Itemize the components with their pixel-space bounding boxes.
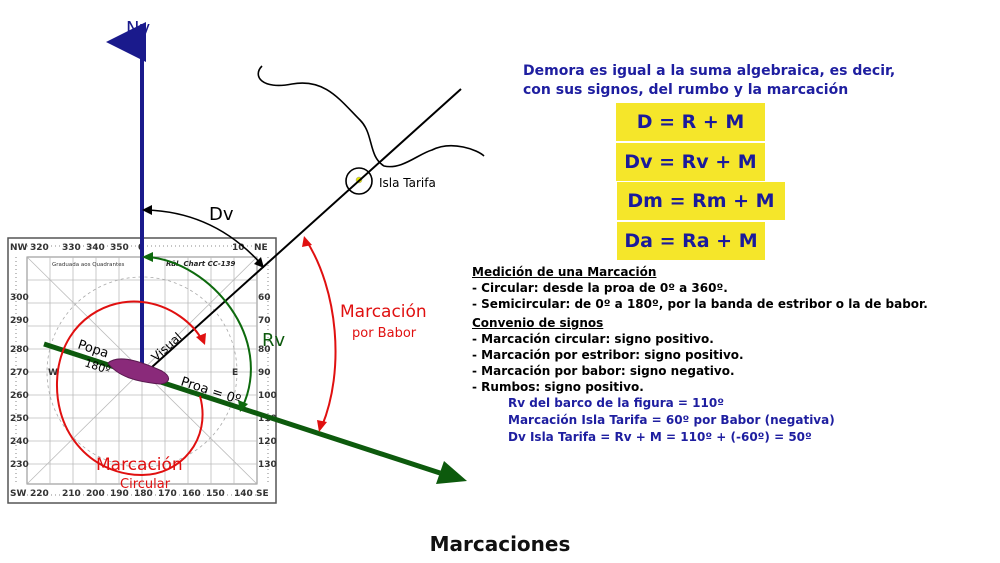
compass-left-label: 280 (10, 345, 29, 355)
convenio-title: Convenio de signos (472, 316, 604, 330)
example-text: Rv del barco de la figura = 110º Marcaci… (508, 395, 968, 446)
medicion-item: - Semicircular: de 0º a 180º, por la ban… (472, 297, 928, 311)
example-line-2: Marcación Isla Tarifa = 60º por Babor (n… (508, 413, 835, 427)
marcacion-babor-label-2: por Babor (352, 326, 417, 341)
compass-right-label: 60 (258, 293, 271, 303)
convenio-item: - Rumbos: signo positivo. (472, 380, 644, 394)
marcacion-circular-label-2: Circular (120, 477, 171, 492)
course-arrowhead (436, 461, 467, 484)
ship-icon (107, 358, 169, 385)
compass-top-label: NW (10, 243, 28, 253)
compass-w-label: W (48, 368, 58, 378)
page-caption: Marcaciones (429, 532, 571, 556)
compass-right-label: 90 (258, 368, 271, 378)
compass-right-label: 120 (258, 437, 277, 447)
rv-arc-head-end (238, 400, 248, 412)
compass-right-label: 70 (258, 316, 271, 326)
compass-bottom-label: 210 (62, 489, 81, 499)
compass-bottom-label: 180 (134, 489, 153, 499)
compass-top-label: 340 (86, 243, 105, 253)
marcacion-circular-label-1: Marcación (96, 455, 183, 475)
chart-title: Rül. Chart CC-139 (166, 260, 235, 268)
compass-top-label: 350 (110, 243, 129, 253)
compass-bottom-label: 190 (110, 489, 129, 499)
intro-line-2: con sus signos, del rumbo y la marcación (523, 82, 849, 98)
compass-right-label: 100 (258, 391, 277, 401)
intro-line-1: Demora es igual a la suma algebraica, es… (523, 63, 896, 79)
coastline (257, 65, 485, 168)
compass-left-label: 270 (10, 368, 29, 378)
marcacion-circular-arc (56, 300, 204, 477)
dv-arc-head-start (142, 205, 152, 215)
compass-bottom-label: 200 (86, 489, 105, 499)
island-marker-ring (345, 167, 373, 195)
marcacion-babor-head-end (317, 420, 327, 432)
compass-left-label: 250 (10, 414, 29, 424)
marcacion-babor-label-1: Marcación (340, 302, 427, 322)
compass-bottom-label: SW (10, 489, 26, 499)
compass-right-label: 80 (258, 345, 271, 355)
compass-e-label: E (232, 368, 238, 378)
compass-top-label: 330 (62, 243, 81, 253)
convenio-item: - Marcación por babor: signo negativo. (472, 364, 735, 378)
compass-left-label: 230 (10, 460, 29, 470)
formula-dv: Dv = Rv + M (616, 143, 765, 181)
compass-bottom-label: 220 (30, 489, 49, 499)
rv-arc (147, 256, 252, 409)
north-label: Nv (126, 18, 150, 39)
formula-d: D = R + M (616, 103, 765, 141)
compass-bottom-label: SE (256, 489, 269, 499)
compass-left-label: 290 (10, 316, 29, 326)
intro-text: Demora es igual a la suma algebraica, es… (523, 62, 943, 100)
compass-bottom-label: 140 (234, 489, 253, 499)
compass-top-label: 10 (232, 243, 245, 253)
formula-dm: Dm = Rm + M (617, 182, 785, 220)
compass-left-label: 300 (10, 293, 29, 303)
compass-bottom-label: 160 (182, 489, 201, 499)
medicion-title: Medición de una Marcación (472, 265, 657, 279)
compass-top-label: 320 (30, 243, 49, 253)
compass-right-label: 130 (258, 460, 277, 470)
compass-left-label: 240 (10, 437, 29, 447)
convenio-item: - Marcación circular: signo positivo. (472, 332, 714, 346)
marcacion-circular-head (196, 333, 206, 345)
visual-line (141, 88, 462, 377)
compass-left-label: 260 (10, 391, 29, 401)
example-line-1: Rv del barco de la figura = 110º (508, 396, 724, 410)
island-label: Isla Tarifa (379, 176, 436, 190)
compass-top-label: NE (254, 243, 268, 253)
dv-arc (145, 209, 263, 266)
formula-da: Da = Ra + M (617, 222, 765, 260)
rv-label: Rv (262, 330, 286, 351)
marcacion-babor-arc (305, 239, 337, 427)
compass-bottom-label: 170 (158, 489, 177, 499)
rules-text: Medición de una Marcación - Circular: de… (472, 264, 972, 395)
dv-arc-head-end (254, 257, 264, 268)
marcacion-babor-head-start (302, 236, 312, 247)
compass-bottom-label: 150 (206, 489, 225, 499)
chart-subtitle: Graduada aos Quadrantes (52, 262, 125, 268)
medicion-item: - Circular: desde la proa de 0º a 360º. (472, 281, 728, 295)
convenio-item: - Marcación por estribor: signo positivo… (472, 348, 744, 362)
dv-label: Dv (209, 204, 234, 225)
example-line-3: Dv Isla Tarifa = Rv + M = 110º + (-60º) … (508, 430, 812, 444)
rv-arc-head-start (142, 252, 153, 262)
